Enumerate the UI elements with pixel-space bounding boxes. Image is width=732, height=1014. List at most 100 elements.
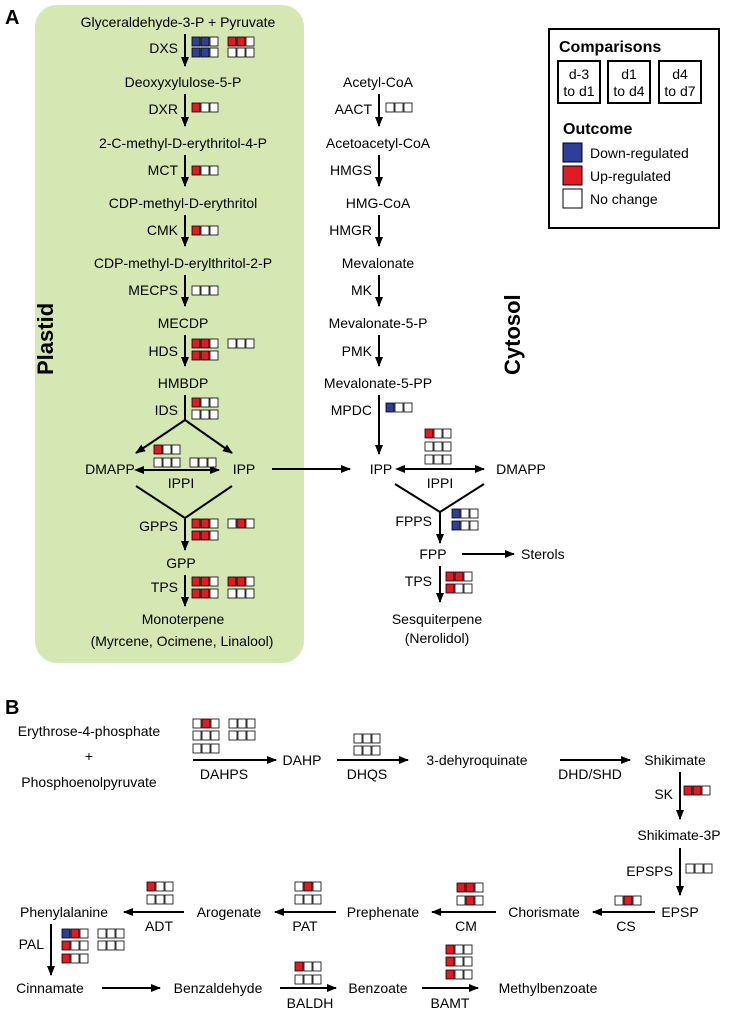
expression-cell-none [192,718,202,729]
metabolite-phenylalanine: Phenylalanine [20,904,108,920]
expression-cell-none [246,730,256,741]
enzyme-mpdc: MPDC [331,402,372,418]
expression-cell-none [312,894,322,905]
expression-grid-dhqs [353,733,381,756]
expression-cell-none [200,285,210,296]
expression-cell-none [106,928,116,939]
expression-cell-up [236,36,246,47]
expression-cell-up [200,576,210,587]
expression-cell-none [245,338,255,349]
legend-comparison-box-1 [557,60,601,104]
expression-cell-none [227,518,237,529]
metabolite-ipp-plastid: IPP [233,461,256,477]
expression-grid-epsps [685,863,713,874]
expression-cell-none [162,444,172,455]
expression-cell-none [463,956,473,967]
expression-cell-none [245,518,255,529]
expression-cell-up [227,36,237,47]
expression-grid-ippi-plastid [153,444,217,468]
expression-grid-mpdc [385,402,413,413]
expression-cell-up [200,530,210,541]
enzyme-dhd-shd: DHD/SHD [558,766,622,782]
legend-swatch-down [562,142,583,163]
expression-cell-up [227,576,237,587]
enzyme-adt: ADT [145,918,173,934]
legend-comparison-2-line1: d1 [621,66,637,82]
expression-grid-mct [191,165,219,176]
cytosol-pathway: Acetyl-CoA AACT Acetoacetyl-CoA HMGS HMG… [324,74,565,646]
expression-cell-none [79,953,89,964]
expression-cell-none [442,428,452,439]
expression-cell-none [454,944,464,955]
metabolite-monoterpene-examples: (Myrcene, Ocimene, Linalool) [91,633,274,649]
expression-cell-up [236,518,246,529]
expression-grid-tps-plastid [191,576,255,599]
legend-comparisons-title: Comparisons [559,39,661,56]
expression-cell-none [164,881,174,892]
expression-cell-none [245,36,255,47]
expression-cell-none [424,454,434,465]
enzyme-ippi-plastid: IPPI [168,475,194,491]
expression-cell-up [465,882,475,893]
metabolite-shikimate: Shikimate [644,752,706,768]
metabolite-acetyl-coa: Acetyl-CoA [343,74,414,90]
metabolite-phosphoenolpyruvate: Phosphoenolpyruvate [21,774,157,790]
legend-outcome-title: Outcome [563,121,632,138]
enzyme-aact: AACT [335,101,373,117]
expression-cell-none [228,730,238,741]
metabolite-benzaldehyde: Benzaldehyde [174,980,263,996]
expression-cell-up [191,588,201,599]
expression-cell-none [153,457,163,468]
expression-cell-up [191,350,201,361]
expression-cell-none [209,225,219,236]
legend-swatch-none [562,188,583,209]
expression-cell-none [236,338,246,349]
metabolite-arogenate: Arogenate [197,904,262,920]
legend-comparison-3-line1: d4 [672,66,688,82]
expression-cell-none [442,441,452,452]
expression-cell-none [442,454,452,465]
expression-cell-up [445,956,455,967]
enzyme-mecps: MECPS [128,282,178,298]
legend-label-down: Down-regulated [590,145,689,161]
expression-cell-none [245,576,255,587]
enzyme-mk: MK [351,282,373,298]
expression-grid-dxs [191,36,255,58]
expression-grid-sk [683,785,711,796]
expression-cell-down [191,47,201,58]
expression-cell-up [445,969,455,980]
metabolite-shikimate-3p: Shikimate-3P [637,827,720,843]
expression-cell-none [632,895,642,906]
expression-cell-none [210,743,220,754]
metabolite-erythrose-4-phosphate: Erythrose-4-phosphate [18,723,161,739]
expression-cell-down [191,36,201,47]
enzyme-bamt: BAMT [431,995,470,1011]
metabolite-deoxyxylulose-5-p: Deoxyxylulose-5-P [125,74,242,90]
enzyme-dxs: DXS [149,40,178,56]
expression-cell-down [451,520,461,531]
expression-cell-none [210,718,220,729]
expression-cell-up [692,785,702,796]
expression-cell-up [445,583,455,594]
plastid-pathway: Glyceraldehyde-3-P + Pyruvate DXS Deoxyx… [81,14,276,649]
enzyme-pat: PAT [292,918,318,934]
expression-cell-none [424,441,434,452]
expression-cell-none [115,940,125,951]
expression-cell-none [246,718,256,729]
expression-cell-none [371,745,381,756]
enzyme-dahps: DAHPS [200,766,248,782]
expression-cell-none [227,588,237,599]
metabolite-3-dehydroquinate: 3-dehyroquinate [426,752,527,768]
enzyme-pmk: PMK [342,343,373,359]
expression-cell-down [200,47,210,58]
legend-comparison-1-line2: to d1 [563,83,594,99]
metabolite-mevalonate: Mevalonate [342,255,415,271]
enzyme-cmk: CMK [147,222,179,238]
enzyme-epsps: EPSPS [626,863,673,879]
expression-cell-none [303,894,313,905]
expression-cell-down [200,36,210,47]
metabolite-chorismate: Chorismate [508,904,580,920]
expression-cell-none [162,457,172,468]
expression-grid-cmk [191,225,219,236]
expression-cell-none [454,956,464,967]
